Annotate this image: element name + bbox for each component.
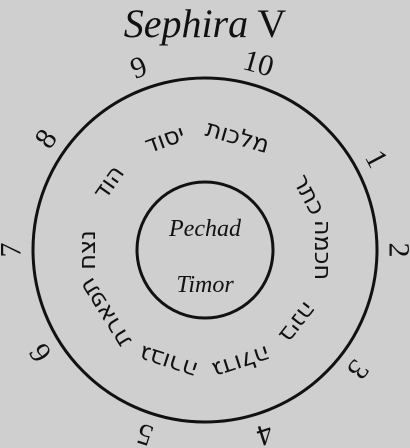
sephira-number-8: 8 [28,123,64,154]
outer-circle [31,76,379,424]
center-top-label: Pechad [168,216,242,242]
sephira-name-8: הוד [87,160,130,205]
sephira-number-7: 7 [0,243,28,258]
page-title: Sephira V [0,0,410,48]
sephira-name-4: גדולה [209,340,274,385]
sephira-name-10: מלכות [202,114,272,159]
sephira-number-1: 1 [358,145,394,174]
title-numeral: V [257,1,287,46]
sephira-number-9: 9 [126,50,151,86]
title-main: Sephira [123,1,249,46]
sephira-number-6: 6 [23,338,59,368]
sephira-name-3: בינה [273,296,322,348]
sephira-number-3: 3 [340,353,375,385]
sephira-name-1: כתר [287,169,331,219]
sephira-name-7: נצח [73,230,101,270]
inner-circle [135,180,275,320]
sephira-number-10: 10 [240,44,278,84]
sephira-name-2: חכמה [309,220,337,280]
center-bottom-label: Timor [176,272,234,298]
sephira-name-5: גבורה [136,340,201,385]
spokes-group: 1 כתר 2 חכמה 3 בינה 4 גדולה 5 גבורה 6 תפארת 7 נצח 8 הוד… [0,44,410,448]
sephira-number-2: 2 [383,243,410,258]
sephira-name-6: תפארת [73,273,137,352]
sephira-name-9: יסוד [141,119,189,159]
sephira-number-5: 5 [133,416,157,448]
sephira-number-4: 4 [253,416,277,448]
